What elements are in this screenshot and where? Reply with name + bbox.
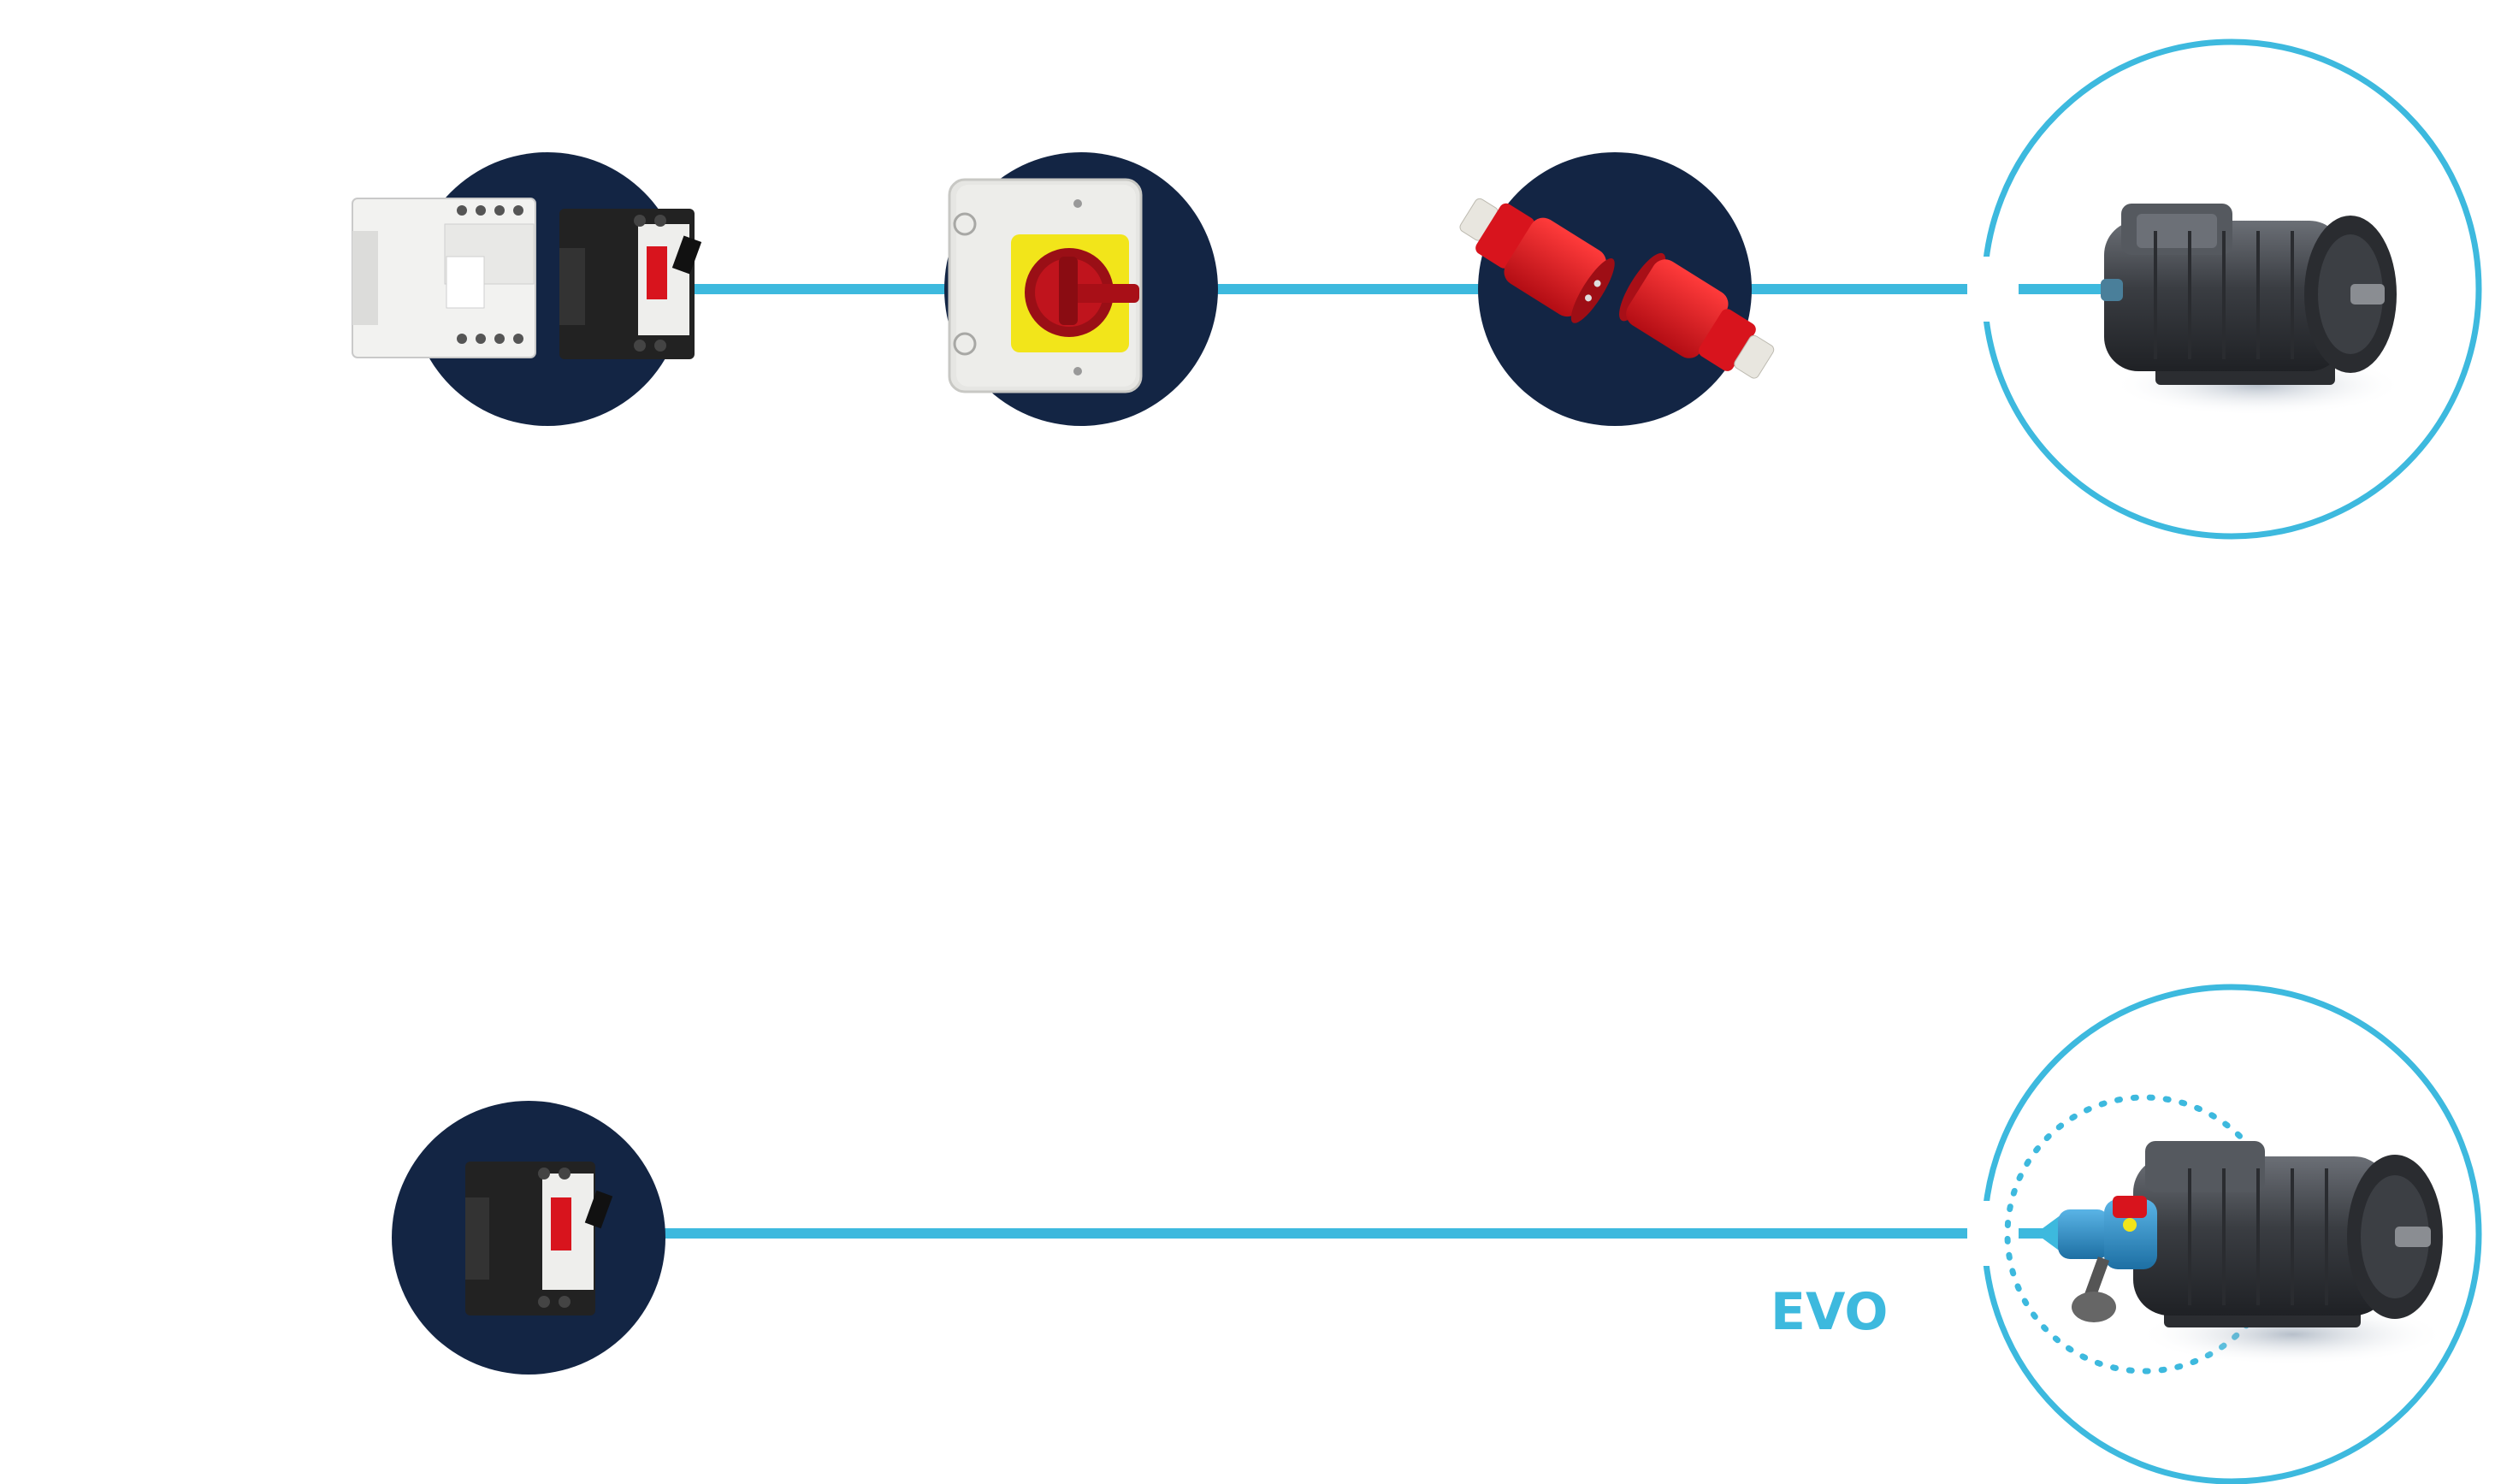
- breaker-and-motor-protector-icon: [352, 198, 702, 359]
- top-node-isolator: [944, 152, 1218, 426]
- electric-motor-icon: [2101, 204, 2397, 385]
- top-node-plugs: [1459, 152, 1775, 426]
- bottom-node-protector: [392, 1101, 665, 1375]
- rotary-handle: [1069, 284, 1139, 303]
- bottom-motor-group: [1967, 984, 2482, 1484]
- evo-label: EVO: [1771, 1282, 1888, 1342]
- top-motor-group: [1967, 38, 2482, 540]
- motor-protector-icon: [465, 1162, 613, 1315]
- industrial-plug-socket-icon: [1459, 198, 1775, 379]
- top-node-breakers: [352, 152, 702, 426]
- evo-plug: [2036, 1196, 2157, 1322]
- electric-motor-with-evo-plug-icon: [2036, 1141, 2443, 1327]
- isolator-switch-icon: [948, 178, 1143, 393]
